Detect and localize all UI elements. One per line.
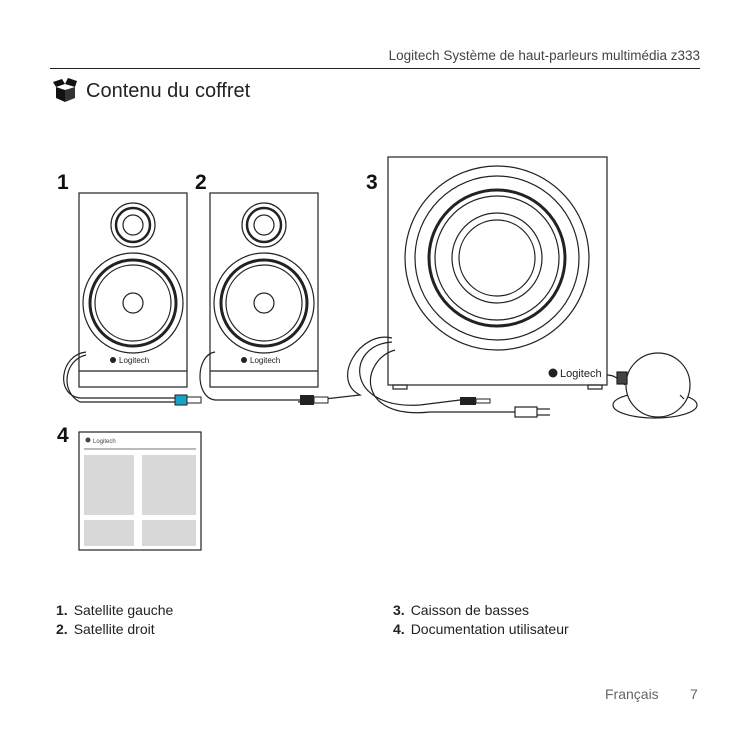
footer-language: Français <box>605 686 659 702</box>
open-box-icon <box>52 77 78 108</box>
right-satellite-speaker <box>209 192 319 388</box>
product-illustration: Logitech Logitech Logitech Logitech <box>63 156 698 551</box>
brand-logo: Logitech <box>250 356 280 365</box>
section-title: Contenu du coffret <box>86 80 251 102</box>
callout-2: 2 <box>195 171 207 194</box>
list-item: 1.Satellite gauche <box>56 602 174 618</box>
brand-logo: Logitech <box>560 368 602 380</box>
list-item: 4.Documentation utilisateur <box>393 621 569 637</box>
brand-logo: Logitech <box>119 356 149 365</box>
volume-control-pod <box>612 352 698 419</box>
callout-3: 3 <box>366 171 378 194</box>
list-item: 2.Satellite droit <box>56 621 155 637</box>
doc-logo: Logitech <box>93 439 116 445</box>
left-satellite-speaker <box>78 192 188 388</box>
list-item: 3.Caisson de basses <box>393 602 529 618</box>
user-documentation <box>78 431 202 551</box>
subwoofer <box>387 156 608 390</box>
callout-1: 1 <box>57 171 69 194</box>
callout-4: 4 <box>57 424 69 447</box>
page-number: 7 <box>690 686 698 702</box>
header-rule <box>50 68 700 69</box>
running-header: Logitech Système de haut-parleurs multim… <box>388 48 700 63</box>
